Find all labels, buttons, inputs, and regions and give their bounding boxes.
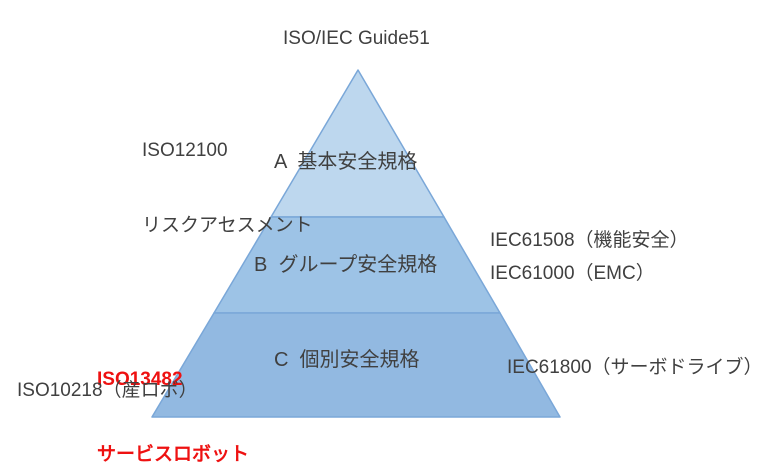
- tier-b-label: B グループ安全規格: [254, 254, 438, 276]
- annotation-iso13482-line2: サービスロボット: [97, 444, 250, 463]
- annotation-iso10218: ISO10218（産ロボ）: [17, 380, 198, 401]
- pyramid-tier-c-shape: [151, 312, 561, 418]
- annotation-iso13482-highlighted: ISO13482 サービスロボット: [97, 317, 249, 463]
- annotation-iso12100-line1: ISO12100: [142, 140, 228, 161]
- tier-a-label: A 基本安全規格: [274, 151, 418, 173]
- annotation-iso12100: ISO12100 リスクアセスメント: [142, 88, 313, 288]
- annotation-iso12100-line2: リスクアセスメント: [142, 215, 313, 236]
- annotation-iec61800: IEC61800（サーボドライブ）: [507, 357, 763, 378]
- tier-c-label: C 個別安全規格: [274, 349, 420, 371]
- annotation-iec61000: IEC61000（EMC）: [490, 263, 655, 284]
- annotation-iec61508: IEC61508（機能安全）: [490, 230, 689, 251]
- diagram-title: ISO/IEC Guide51: [283, 28, 430, 49]
- annotation-iso13482-line1: ISO13482: [97, 369, 183, 390]
